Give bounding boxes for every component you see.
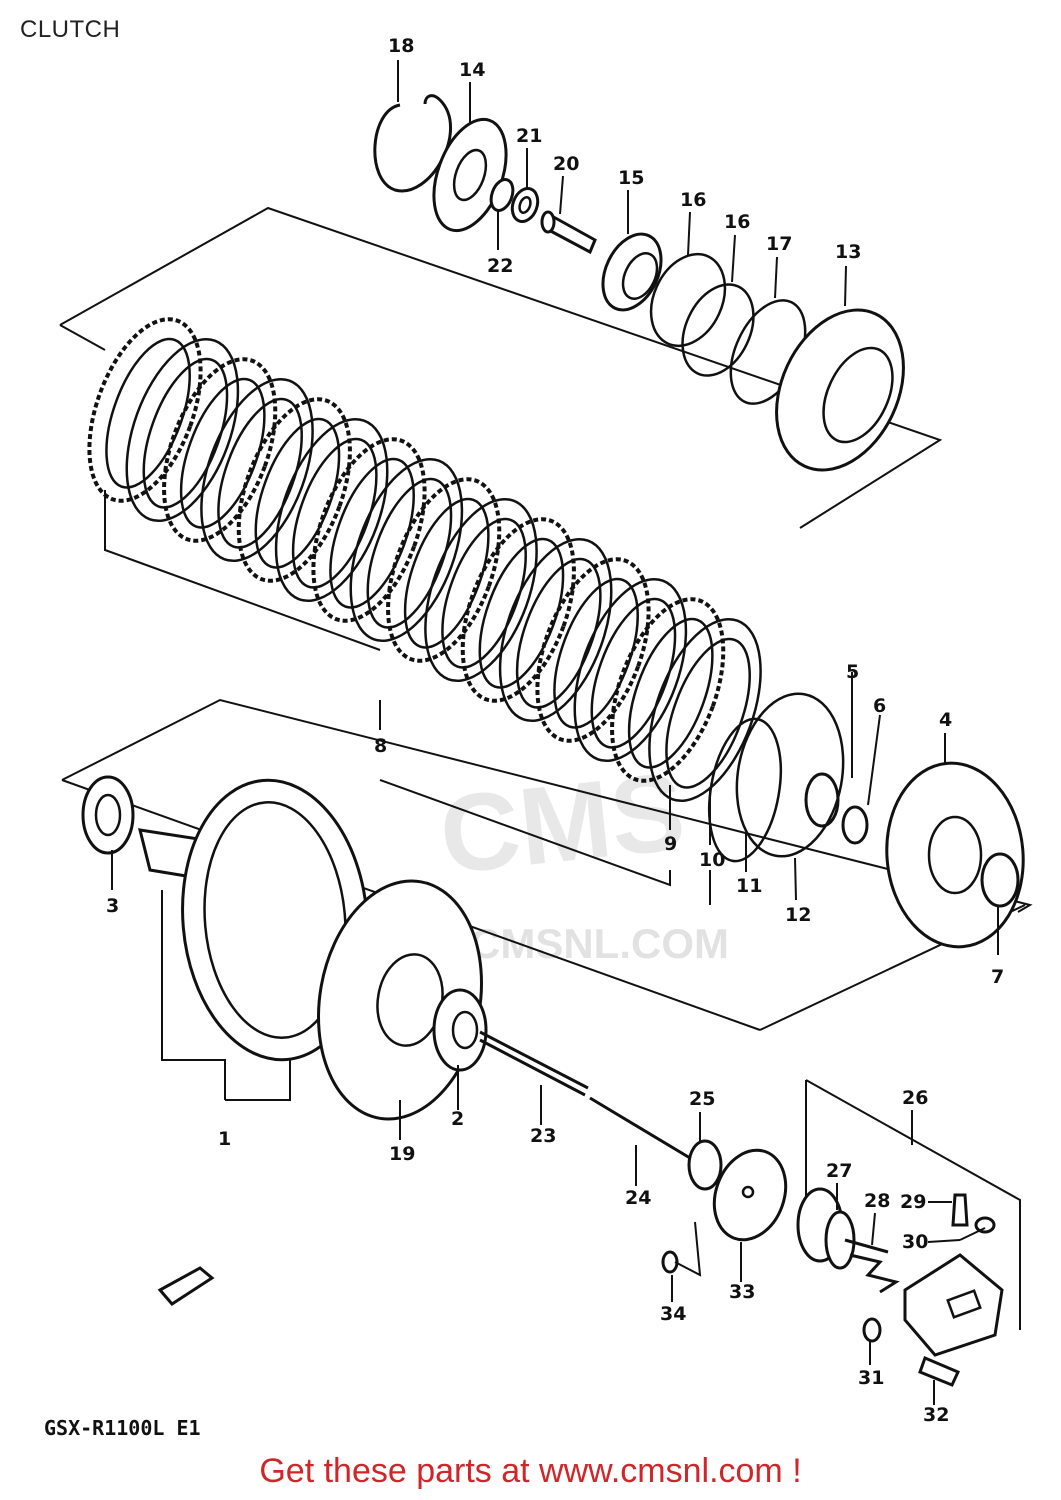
clutch-plate-inner-edge <box>441 517 527 669</box>
clutch-plate[interactable] <box>67 304 222 515</box>
clutch-plate-inner-edge <box>217 397 303 549</box>
callout-27: 27 <box>826 1160 852 1182</box>
release-plate-14[interactable] <box>420 110 520 241</box>
spring-washer-16b[interactable] <box>669 273 768 387</box>
clutch-plate[interactable] <box>105 324 260 535</box>
clutch-plate[interactable] <box>366 464 521 675</box>
spring-washer-16a[interactable] <box>637 242 739 358</box>
clutch-plate-inner-edge <box>366 477 453 629</box>
pressure-plate-13[interactable] <box>752 289 928 490</box>
clutch-plate[interactable] <box>515 544 670 755</box>
clutch-plate[interactable] <box>403 484 558 695</box>
bearing-15[interactable] <box>592 225 673 319</box>
callout-2: 2 <box>451 1108 464 1130</box>
push-rod-23[interactable] <box>479 1030 589 1097</box>
callout-19: 19 <box>389 1143 415 1165</box>
callout-17: 17 <box>766 233 792 255</box>
callout-23: 23 <box>530 1125 556 1147</box>
callout-13: 13 <box>835 241 861 263</box>
callout-31: 31 <box>858 1367 884 1389</box>
clutch-plate[interactable] <box>441 504 596 715</box>
callout-21: 21 <box>516 125 542 147</box>
clutch-plate[interactable] <box>329 444 484 655</box>
clutch-plate[interactable] <box>217 384 372 595</box>
bearing-21[interactable] <box>508 185 542 225</box>
watermark-text: CMSNL.COM <box>470 920 729 967</box>
callout-30: 30 <box>902 1231 928 1253</box>
clutch-plate-inner-edge <box>291 437 378 589</box>
clutch-plate[interactable] <box>254 404 409 615</box>
callout-11: 11 <box>736 875 762 897</box>
callout-7: 7 <box>991 966 1004 988</box>
push-rod-24[interactable] <box>589 1096 691 1160</box>
callout-20: 20 <box>553 153 579 175</box>
cmsnl-parts-link[interactable]: Get these parts at www.cmsnl.com ! <box>259 1452 802 1490</box>
needle-bearing-3[interactable] <box>81 775 135 855</box>
clutch-plate[interactable] <box>553 564 708 775</box>
callout-18: 18 <box>388 35 414 57</box>
callout-16a: 16 <box>680 189 706 211</box>
callout-6: 6 <box>873 695 886 717</box>
section-title: CLUTCH <box>20 16 121 43</box>
plate-12[interactable] <box>725 685 856 865</box>
washer-7[interactable] <box>980 852 1020 908</box>
callout-9: 9 <box>664 833 677 855</box>
clutch-plate[interactable] <box>478 524 633 735</box>
clutch-plate[interactable] <box>142 344 297 555</box>
callout-33: 33 <box>729 1281 755 1303</box>
thrust-washer-2[interactable] <box>432 988 488 1072</box>
clutch-plate-inner-edge <box>515 557 602 709</box>
callout-14: 14 <box>459 59 485 81</box>
push-piece-20[interactable] <box>540 210 597 255</box>
clutch-plate[interactable] <box>627 604 782 815</box>
model-code: GSX-R1100L E1 <box>44 1416 201 1440</box>
callout-4: 4 <box>939 709 952 731</box>
washer-6[interactable] <box>841 805 869 845</box>
callout-26: 26 <box>902 1087 928 1109</box>
clutch-plate-stack[interactable] <box>67 304 782 815</box>
callout-28: 28 <box>864 1190 890 1212</box>
callout-8: 8 <box>374 735 387 757</box>
clutch-plate[interactable] <box>291 424 446 635</box>
callout-10: 10 <box>699 849 725 871</box>
circlip-18[interactable] <box>373 94 453 193</box>
oil-seal-25[interactable] <box>687 1139 723 1191</box>
callout-22: 22 <box>487 255 513 277</box>
callout-32: 32 <box>923 1404 949 1426</box>
clutch-plate-inner-edge <box>627 617 714 769</box>
clutch-plate[interactable] <box>590 584 745 795</box>
release-cylinder-frame <box>805 1079 1021 1330</box>
callout-1: 1 <box>218 1128 231 1150</box>
leader-lines <box>104 60 999 1405</box>
washer-22[interactable] <box>487 177 517 214</box>
callout-29: 29 <box>900 1191 926 1213</box>
spring-28[interactable] <box>844 1238 900 1294</box>
callout-15: 15 <box>618 167 644 189</box>
callout-5: 5 <box>846 661 859 683</box>
cover-33[interactable] <box>702 1140 797 1250</box>
bleeder-29[interactable] <box>951 1193 969 1227</box>
clutch-plate-inner-edge <box>590 597 677 749</box>
callout-24: 24 <box>625 1187 651 1209</box>
callout-34: 34 <box>660 1303 686 1325</box>
plate-group-frame <box>59 206 943 529</box>
callout-labels: 18 14 21 20 22 15 16 16 17 13 8 5 6 4 9 … <box>106 35 1004 1426</box>
clutch-plate-inner-edge <box>142 357 229 509</box>
direction-arrow-icon <box>157 1266 215 1306</box>
dowel-31[interactable] <box>862 1317 882 1343</box>
callout-25: 25 <box>689 1088 715 1110</box>
bolt-32[interactable] <box>918 1355 961 1387</box>
callout-12: 12 <box>785 904 811 926</box>
bolt-34[interactable] <box>661 1221 702 1277</box>
callout-16b: 16 <box>724 211 750 233</box>
clutch-plate-inner-edge <box>105 337 191 489</box>
nut-5[interactable] <box>804 772 840 828</box>
cylinder-body[interactable] <box>903 1253 1004 1357</box>
cap-30[interactable] <box>959 1216 996 1241</box>
piston-27[interactable] <box>796 1187 856 1270</box>
clutch-plate[interactable] <box>179 364 334 575</box>
callout-3: 3 <box>106 895 119 917</box>
